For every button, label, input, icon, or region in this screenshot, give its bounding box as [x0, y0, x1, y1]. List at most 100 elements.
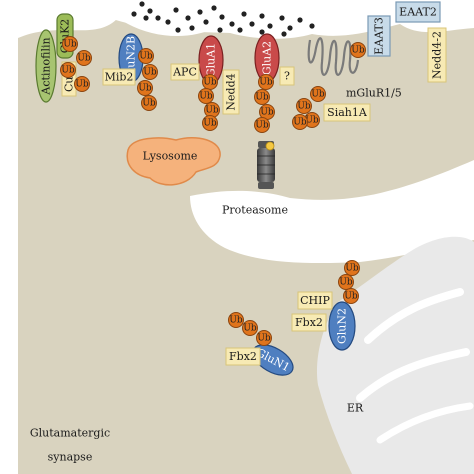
ubiquitin-bead-circle [258, 74, 274, 90]
ubiquitin-bead-circle [142, 64, 158, 80]
glutamate-dot-1 [147, 8, 153, 14]
glutamate-dot-7 [197, 9, 203, 15]
mib2-box [102, 68, 136, 86]
er-label: ER [347, 402, 364, 415]
ubiquitin-bead-circle [141, 95, 157, 111]
ubiquitin-bead-label: Ub [243, 324, 257, 334]
ubiquitin-bead-circle [350, 42, 366, 58]
ubiquitin-bead-mglur-18: Ub [296, 98, 312, 114]
proteasome-substrate-dot [265, 141, 275, 151]
ubiquitin-bead-glun2-21: Ub [344, 260, 360, 276]
ubiquitin-bead-label: Ub [229, 316, 243, 326]
eaat3-shape [367, 15, 391, 57]
glutamate-dot-26 [175, 27, 181, 33]
ubiquitin-bead-glun2b-4: Ub [138, 48, 154, 64]
ubiquitin-bead-label: Ub [142, 99, 156, 109]
ubiquitin-bead-gluk2-1: Ub [76, 50, 92, 66]
ubiquitin-bead-circle [310, 86, 326, 102]
ubiquitin-bead-circle [254, 117, 270, 133]
ubiquitin-bead-glun2b-6: Ub [137, 80, 153, 96]
ubiquitin-bead-label: Ub [205, 106, 219, 116]
ubiquitin-bead-label: Ub [75, 80, 89, 90]
nedd4-2-label: Nedd4-2 [431, 31, 444, 79]
glutamate-dot-13 [249, 21, 255, 27]
ubiquitin-bead-circle [343, 288, 359, 304]
glun2-label: GluN2 [336, 308, 349, 344]
ubiquitin-bead-circle [202, 115, 218, 131]
ubiquitin-bead-label: Ub [305, 116, 319, 126]
ubiquitin-bead-label: Ub [255, 93, 269, 103]
ubiquitin-bead-label: Ub [255, 121, 269, 131]
unknown-ligase-label: ? [284, 70, 290, 83]
ubiquitin-bead-glun2-23: Ub [343, 288, 359, 304]
proteasome-cap-bottom [258, 182, 274, 189]
chip-label: CHIP [300, 294, 330, 307]
glutamate-dot-21 [217, 27, 223, 33]
eaat2-shape [395, 1, 441, 23]
glutamate-dot-15 [267, 23, 273, 29]
ubiquitin-bead-mglur-17: Ub [310, 86, 326, 102]
glutamate-dot-3 [143, 15, 149, 21]
ubiquitin-bead-circle [137, 80, 153, 96]
caption-line-2: synapse [48, 451, 93, 464]
ubiquitin-bead-label: Ub [297, 102, 311, 112]
apc-ligase: APC [170, 63, 200, 81]
glutamate-dot-22 [237, 27, 243, 33]
fbx2-upper-label: Fbx2 [295, 316, 323, 329]
ubiquitin-chains: UbUbUbUbUbUbUbUbUbUbUbUbUbUbUbUbUbUbUbUb… [60, 36, 366, 346]
mib2-ligase: Mib2 [102, 68, 136, 86]
nedd4-label: Nedd4 [225, 73, 238, 110]
fbx2-upper-ligase: Fbx2 [291, 313, 327, 332]
ubiquitin-bead-label: Ub [311, 90, 325, 100]
ubiquitin-bead-gluk2-2: Ub [60, 62, 76, 78]
ubiquitin-bead-label: Ub [203, 78, 217, 88]
ubiquitin-bead-label: Ub [293, 118, 307, 128]
mglur-transmembrane-coil [307, 37, 360, 76]
ubiquitin-bead-glun1-24: Ub [228, 312, 244, 328]
ubiquitin-bead-glua2-12: Ub [258, 74, 274, 90]
apc-box [170, 63, 200, 81]
synaptic-cleft [70, 0, 420, 34]
glun2-shape [328, 301, 356, 351]
ubiquitin-bead-circle [242, 320, 258, 336]
apc-label: APC [172, 66, 197, 79]
nedd4-ligase: Nedd4 [222, 69, 240, 115]
ubiquitin-bead-circle [198, 88, 214, 104]
lysosome-shape [126, 136, 221, 186]
ubiquitin-bead-glua1-9: Ub [198, 88, 214, 104]
fbx2-lower-label: Fbx2 [229, 350, 257, 363]
fbx2-upper-box [291, 313, 327, 332]
glutamate-dot-16 [279, 15, 285, 21]
actinofilin-label: Actinofilin [40, 37, 53, 95]
ubiquitin-bead-glun2b-7: Ub [141, 95, 157, 111]
ubiquitin-bead-circle [74, 76, 90, 92]
ubiquitin-bead-label: Ub [139, 52, 153, 62]
er-fold-1 [364, 288, 464, 344]
proteasome-label: Proteasome [222, 204, 288, 217]
ubiquitin-bead-label: Ub [259, 78, 273, 88]
ubiquitin-bead-circle [338, 274, 354, 290]
glutamate-dot-18 [297, 17, 303, 23]
mglur-receptor: mGluR1/5 [307, 37, 402, 100]
ubiquitin-bead-glun2-22: Ub [338, 274, 354, 290]
siah1a-box [323, 103, 371, 122]
ubiquitin-bead-label: Ub [203, 119, 217, 129]
glutamate-dot-24 [281, 31, 287, 37]
glutamate-dot-12 [241, 11, 247, 17]
eaat2-label: EAAT2 [399, 6, 437, 19]
glutamate-dot-11 [229, 21, 235, 27]
glutamate-dot-4 [131, 11, 137, 17]
ubiquitin-bead-label: Ub [143, 68, 157, 78]
er-fold-3 [376, 402, 474, 444]
glutamate-dot-5 [173, 7, 179, 13]
eaat2-transporter: EAAT2 [395, 1, 441, 23]
lysosome-label: Lysosome [143, 150, 198, 163]
ubiquitin-bead-label: Ub [199, 92, 213, 102]
glutamate-dot-10 [219, 14, 225, 20]
mib2-label: Mib2 [105, 71, 134, 84]
lysosome-organelle: Lysosome [126, 136, 221, 186]
nedd4-2-ligase: Nedd4-2 [427, 27, 447, 83]
ubiquitin-bead-circle [228, 312, 244, 328]
eaat3-label: EAAT3 [373, 17, 386, 55]
